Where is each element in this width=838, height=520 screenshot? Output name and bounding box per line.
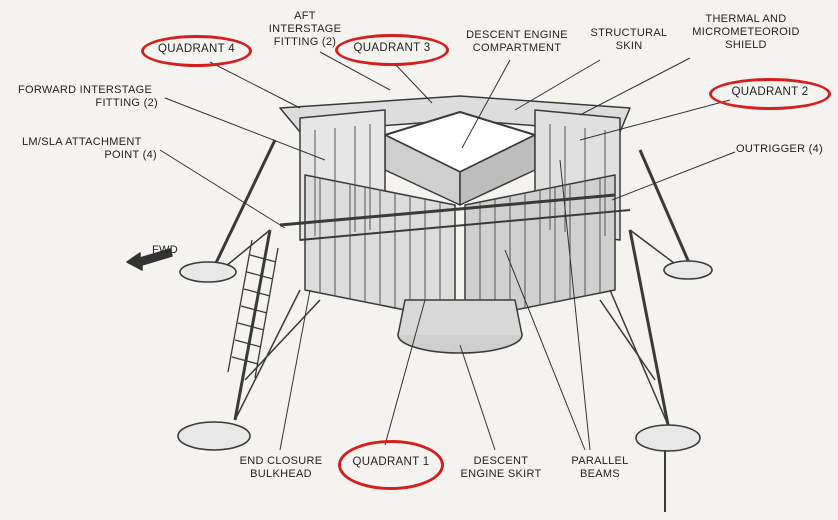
label-quadrant-3: QUADRANT 3 bbox=[353, 42, 431, 54]
highlight-ring-quadrant-3 bbox=[335, 34, 449, 66]
leg-right-front bbox=[628, 229, 670, 426]
label-fwd: FWD bbox=[152, 244, 178, 256]
label-end-closure-bulkhead: END CLOSURE bbox=[239, 455, 323, 467]
label-lm-sla-attachment-2: POINT (4) bbox=[104, 149, 157, 161]
footpad-upper-left bbox=[179, 261, 237, 283]
label-parallel-beams-2: BEAMS bbox=[579, 468, 620, 480]
label-quadrant-1: QUADRANT 1 bbox=[352, 456, 430, 468]
highlight-ring-quadrant-2 bbox=[709, 78, 831, 110]
label-aft-interstage-fitting: AFT bbox=[294, 10, 316, 22]
label-structural-skin: STRUCTURAL bbox=[590, 27, 668, 39]
label-forward-interstage-fitting-2: FITTING (2) bbox=[95, 97, 158, 109]
label-thermal-shield-2: MICROMETEOROID bbox=[692, 26, 800, 38]
label-structural-skin-2: SKIN bbox=[615, 40, 643, 52]
label-lm-sla-attachment: LM/SLA ATTACHMENT bbox=[22, 136, 142, 148]
highlight-ring-quadrant-4 bbox=[141, 35, 252, 67]
label-end-closure-bulkhead-2: BULKHEAD bbox=[250, 468, 312, 480]
label-descent-engine-skirt-2: ENGINE SKIRT bbox=[460, 468, 542, 480]
label-descent-engine-compartment: DESCENT ENGINE bbox=[466, 29, 568, 41]
label-thermal-shield: THERMAL AND bbox=[705, 13, 787, 25]
label-aft-interstage-fitting-3: FITTING (2) bbox=[273, 36, 337, 48]
highlight-ring-quadrant-1 bbox=[338, 440, 444, 490]
label-parallel-beams: PARALLEL bbox=[571, 455, 629, 467]
ladder bbox=[227, 239, 279, 379]
leader-lines bbox=[159, 51, 736, 451]
footpad-lower-right bbox=[635, 424, 701, 452]
footpad-upper-right bbox=[663, 260, 713, 280]
fwd-arrow bbox=[126, 248, 173, 271]
label-quadrant-2: QUADRANT 2 bbox=[731, 86, 809, 98]
label-aft-interstage-fitting-2: INTERSTAGE bbox=[268, 23, 342, 35]
label-outrigger: OUTRIGGER (4) bbox=[736, 143, 824, 155]
footpad-lower-left bbox=[177, 421, 251, 451]
label-quadrant-4: QUADRANT 4 bbox=[158, 43, 235, 55]
label-thermal-shield-3: SHIELD bbox=[725, 39, 767, 51]
label-descent-engine-skirt: DESCENT bbox=[473, 455, 529, 467]
label-forward-interstage-fitting: FORWARD INTERSTAGE bbox=[18, 84, 153, 96]
label-descent-engine-compartment-2: COMPARTMENT bbox=[472, 42, 562, 54]
leg-left-front bbox=[233, 229, 272, 421]
leg-upper-right bbox=[638, 149, 692, 266]
